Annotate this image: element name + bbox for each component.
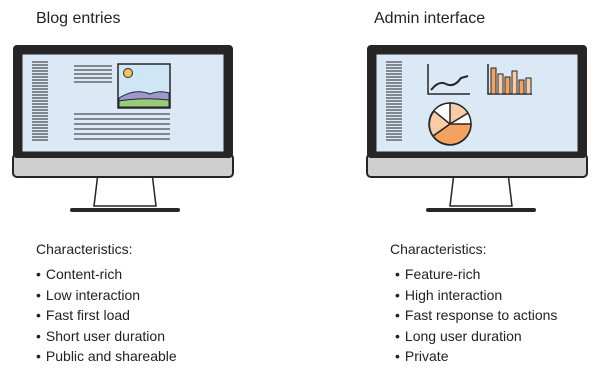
line-chart-icon: [427, 64, 470, 95]
panel-title: Blog entries: [36, 10, 121, 27]
panel-title: Admin interface: [374, 10, 486, 27]
list-item: Fast response to actions: [395, 305, 558, 326]
list-item: Long user duration: [395, 326, 557, 347]
characteristics-list: Content-rich Low interaction Fast first …: [36, 264, 177, 367]
list-item: Public and shareable: [36, 346, 177, 367]
list-item: Short user duration: [36, 326, 177, 347]
text-lines-icon: [74, 113, 170, 140]
pie-chart-icon: [428, 102, 472, 146]
list-item: Feature-rich: [395, 264, 557, 285]
landscape-image-icon: [117, 63, 171, 109]
blog-entries-panel: Blog entries Characteristics: Content-ri…: [8, 0, 248, 392]
characteristics-heading: Characteristics:: [390, 241, 487, 257]
list-item: High interaction: [395, 285, 557, 306]
admin-interface-panel: Admin interface: [360, 0, 600, 392]
text-lines-icon: [386, 61, 402, 141]
characteristics-heading: Characteristics:: [36, 241, 133, 257]
monitor-icon: [12, 45, 234, 212]
text-lines-icon: [74, 65, 112, 83]
list-item: Low interaction: [36, 285, 177, 306]
list-item: Fast first load: [36, 305, 177, 326]
monitor-icon: [366, 45, 588, 212]
bar-chart-icon: [487, 64, 532, 95]
text-lines-icon: [32, 61, 48, 141]
characteristics-list: Feature-rich High interaction Fast respo…: [395, 264, 558, 367]
list-item: Content-rich: [36, 264, 177, 285]
list-item: Private: [395, 346, 557, 367]
